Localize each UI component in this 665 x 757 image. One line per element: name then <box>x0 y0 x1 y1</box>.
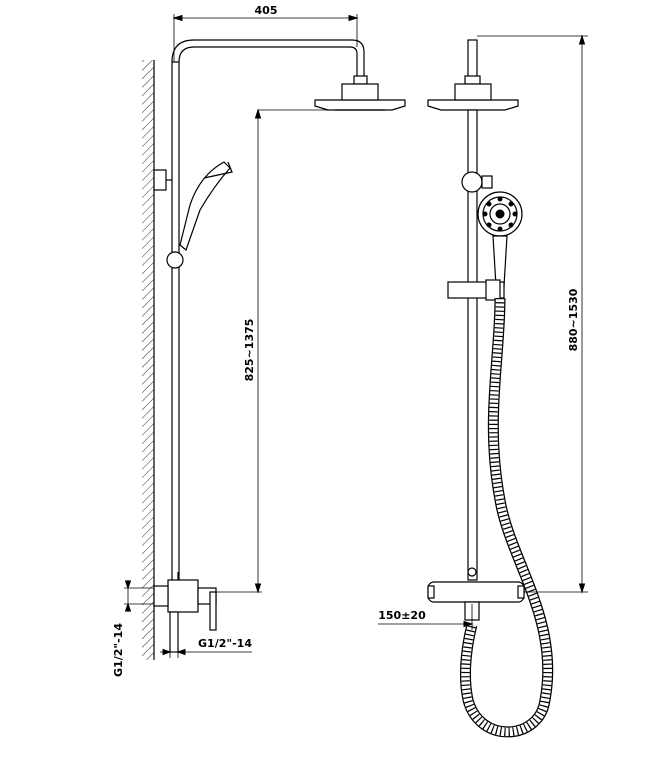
front-mixer-body <box>427 581 525 603</box>
wall-bracket <box>153 169 167 191</box>
head-joint <box>341 83 379 101</box>
bottom-outlet <box>169 611 179 653</box>
hand-shower-handle <box>492 235 508 287</box>
spray-nozzles <box>482 196 518 232</box>
dim-label-height-right: 880~1530 <box>567 288 580 351</box>
shower-arm-inner <box>178 46 358 78</box>
shower-arm-outer <box>171 39 365 78</box>
riser-pipe <box>171 61 180 583</box>
mixer-body <box>167 579 199 613</box>
dim-label-head-width: 405 <box>255 4 278 17</box>
holder-knob <box>166 251 184 269</box>
arm-connector <box>353 75 368 85</box>
rain-head-front <box>427 99 519 111</box>
mixer-lever <box>209 591 217 631</box>
dim-label-height-left: 825~1375 <box>243 319 256 382</box>
shower-hose-texture <box>461 297 553 737</box>
side-view: 405 825~1375 G1/2"-14 G1/2"-14 <box>112 4 406 677</box>
rain-head-side <box>314 99 406 111</box>
eccentric-connector <box>153 585 169 607</box>
front-riser <box>467 109 478 581</box>
dim-label-inlet-spacing: 150±20 <box>378 609 426 622</box>
front-bracket <box>461 171 483 193</box>
wall-hatch <box>142 60 154 660</box>
dim-label-inlet-bottom: G1/2"-14 <box>198 637 252 650</box>
dim-label-inlet-left: G1/2"-14 <box>112 623 125 677</box>
front-view: 880~1530 150±20 <box>378 34 588 738</box>
hand-shower-side <box>179 161 231 252</box>
